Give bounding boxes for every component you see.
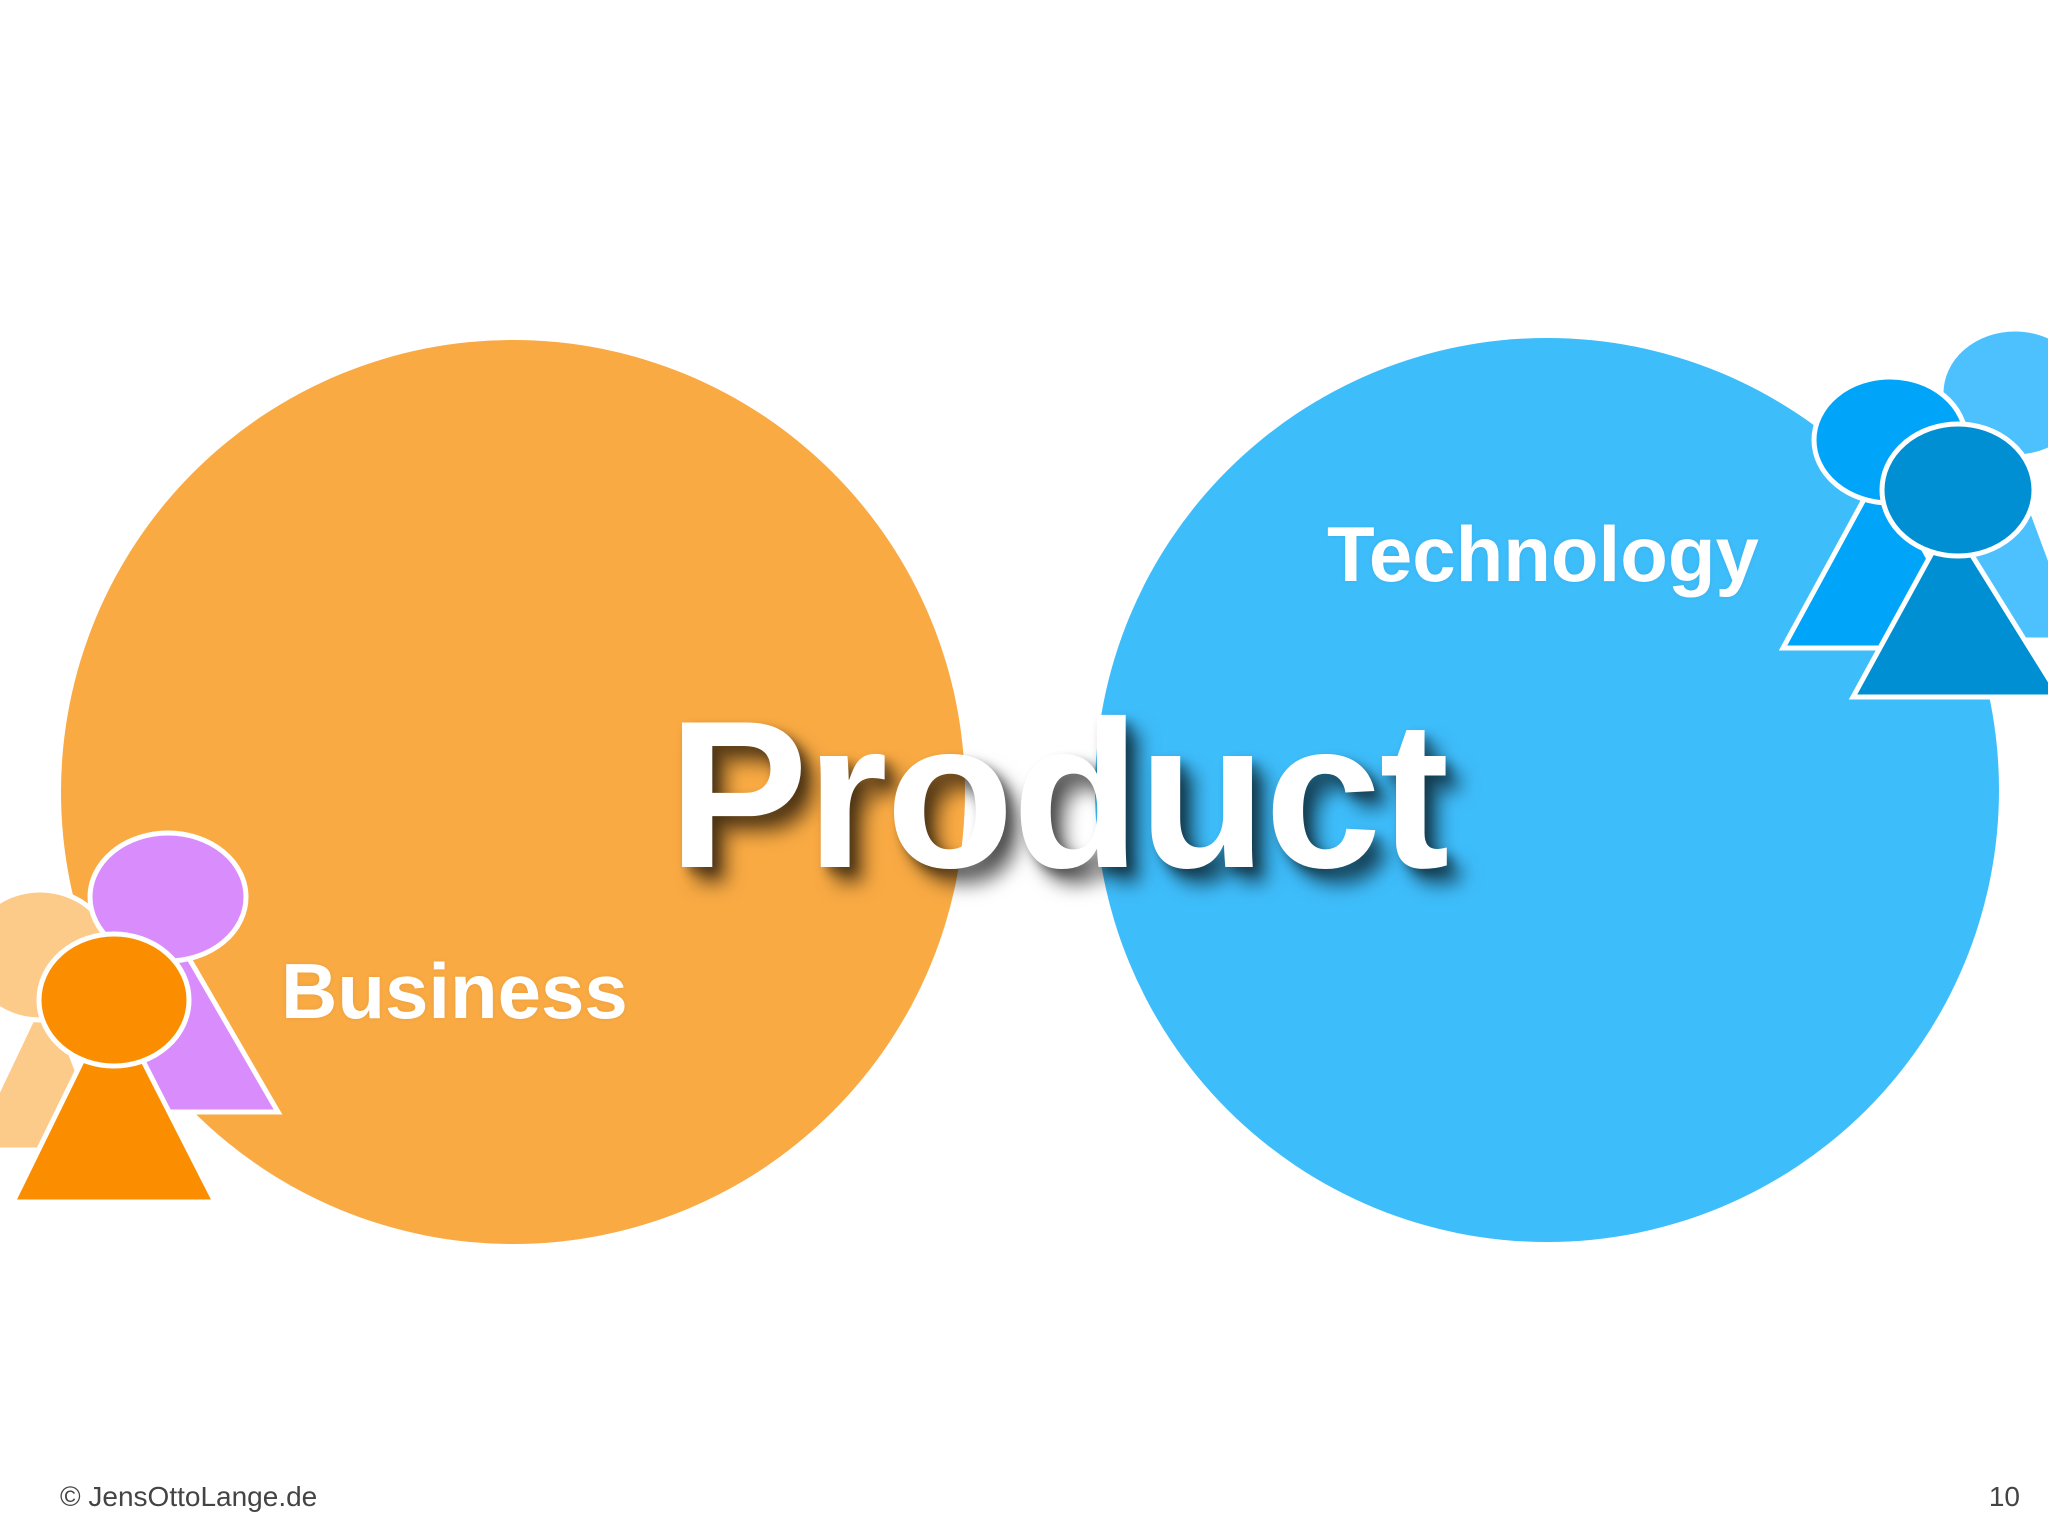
page-number: 10 — [1988, 1481, 2020, 1512]
technology-people-group — [1778, 326, 2048, 700]
technology-label: Technology — [1327, 510, 1759, 598]
business-circle — [61, 340, 965, 1244]
business-label: Business — [281, 947, 628, 1035]
business-people-group — [0, 830, 283, 1205]
technology-circle — [1095, 338, 1999, 1242]
product-label: Product — [668, 677, 1449, 912]
footer-copyright: © JensOttoLange.de — [60, 1481, 318, 1512]
person-icon — [8, 931, 220, 1205]
person-icon — [1848, 421, 2048, 700]
